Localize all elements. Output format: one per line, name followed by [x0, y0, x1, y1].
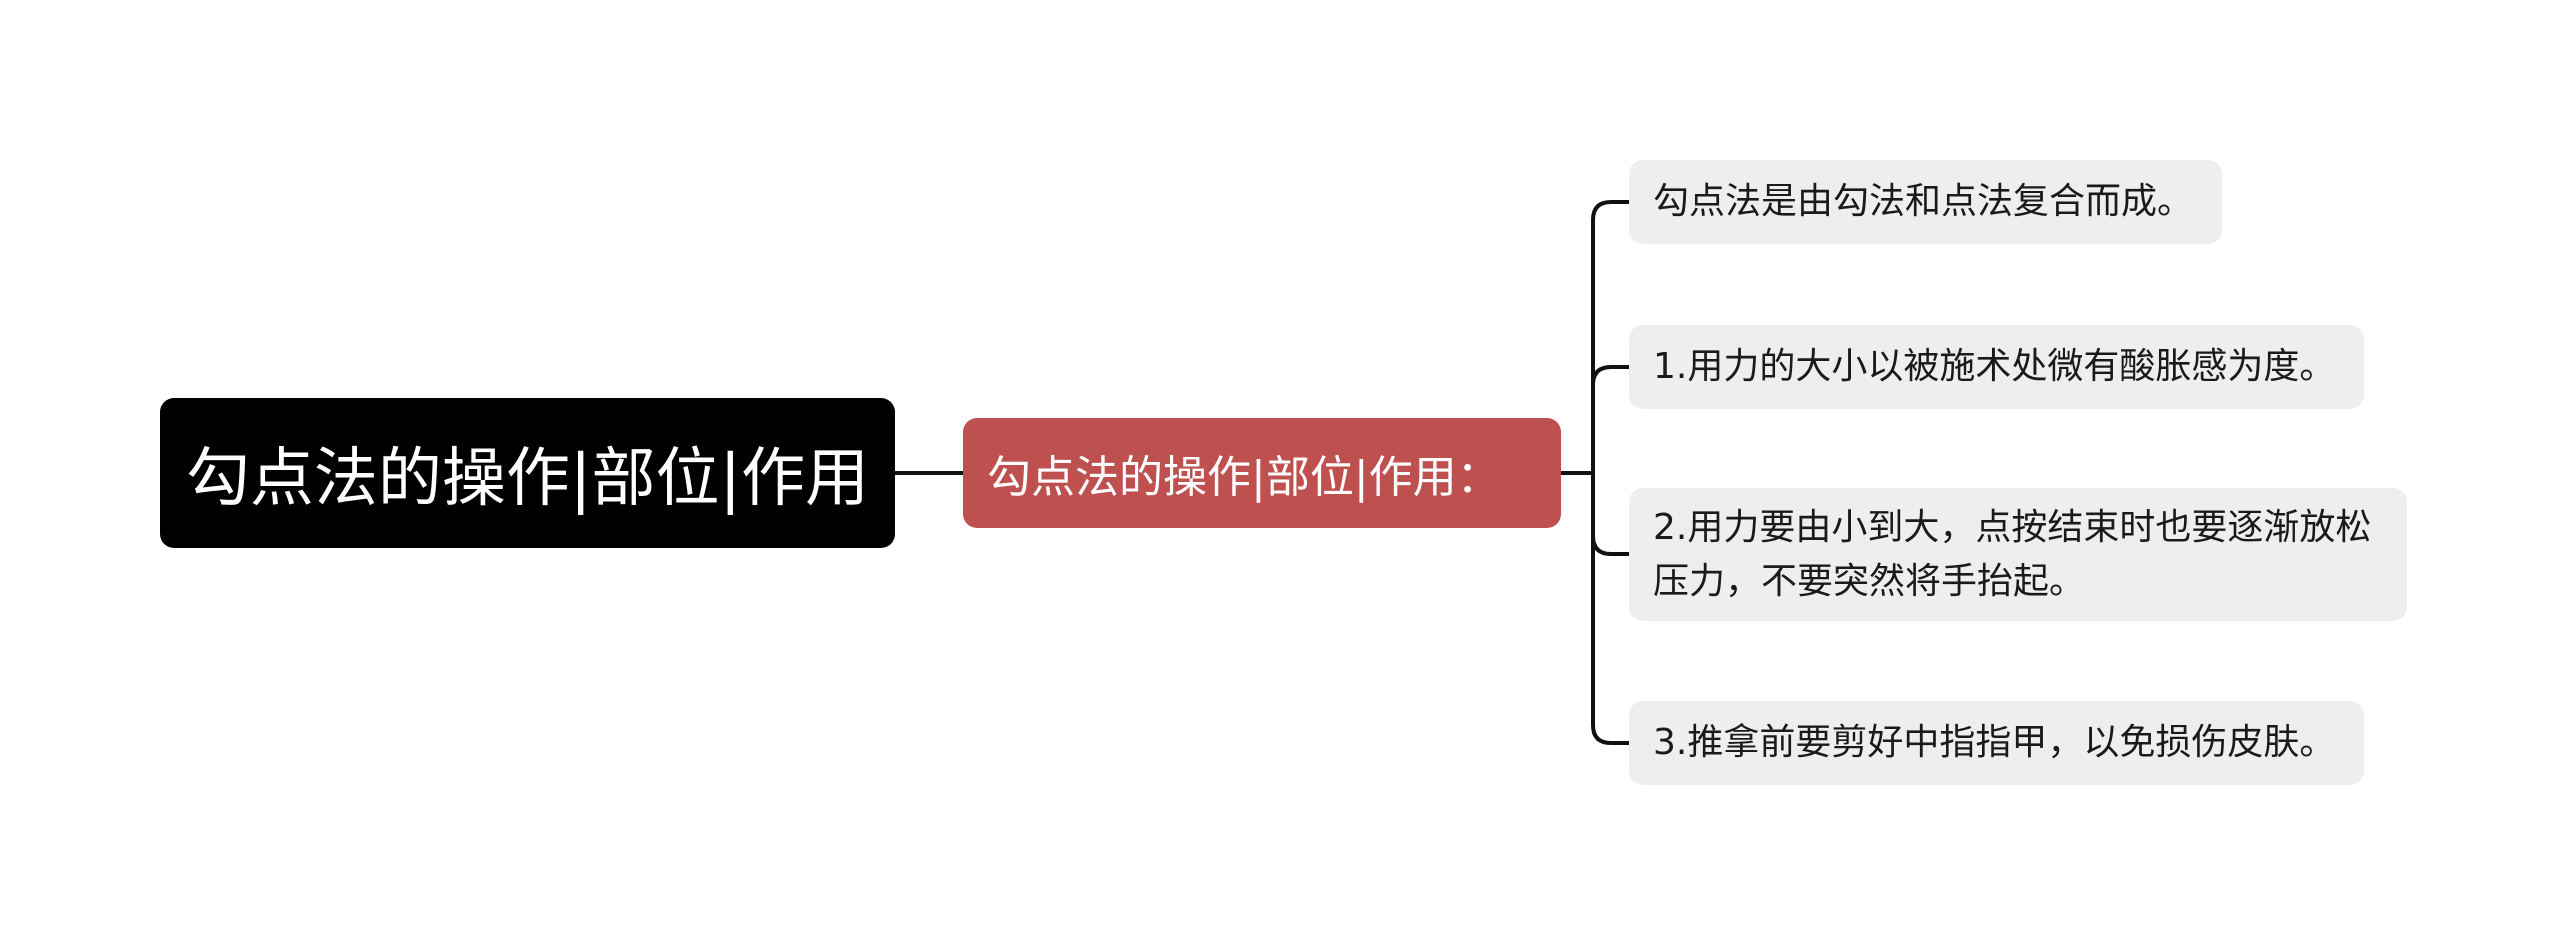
- leaf-node-label: 勾点法是由勾法和点法复合而成。: [1653, 181, 2194, 222]
- leaf-node-label: 1.用力的大小以被施术处微有酸胀感为度。: [1653, 346, 2336, 387]
- leaf-node[interactable]: 勾点法是由勾法和点法复合而成。: [1629, 160, 2222, 244]
- topic-node-label: 勾点法的操作|部位|作用：: [987, 452, 1501, 503]
- topic-node[interactable]: 勾点法的操作|部位|作用：: [963, 418, 1561, 528]
- branch-connector-leaf-2: [1591, 535, 1629, 556]
- leaf-node-label: 3.推拿前要剪好中指指甲，以免损伤皮肤。: [1653, 722, 2336, 763]
- leaf-node[interactable]: 2.用力要由小到大，点按结束时也要逐渐放松压力，不要突然将手抬起。: [1629, 488, 2407, 621]
- leaf-node-label: 2.用力要由小到大，点按结束时也要逐渐放松压力，不要突然将手抬起。: [1653, 506, 2372, 602]
- leaf-node[interactable]: 3.推拿前要剪好中指指甲，以免损伤皮肤。: [1629, 701, 2364, 785]
- root-node-label: 勾点法的操作|部位|作用: [185, 442, 870, 516]
- leaf-node[interactable]: 1.用力的大小以被施术处微有酸胀感为度。: [1629, 325, 2364, 409]
- root-node[interactable]: 勾点法的操作|部位|作用: [160, 398, 895, 548]
- branch-connector-leaf-1: [1591, 365, 1629, 386]
- branch-bracket: [1591, 200, 1629, 745]
